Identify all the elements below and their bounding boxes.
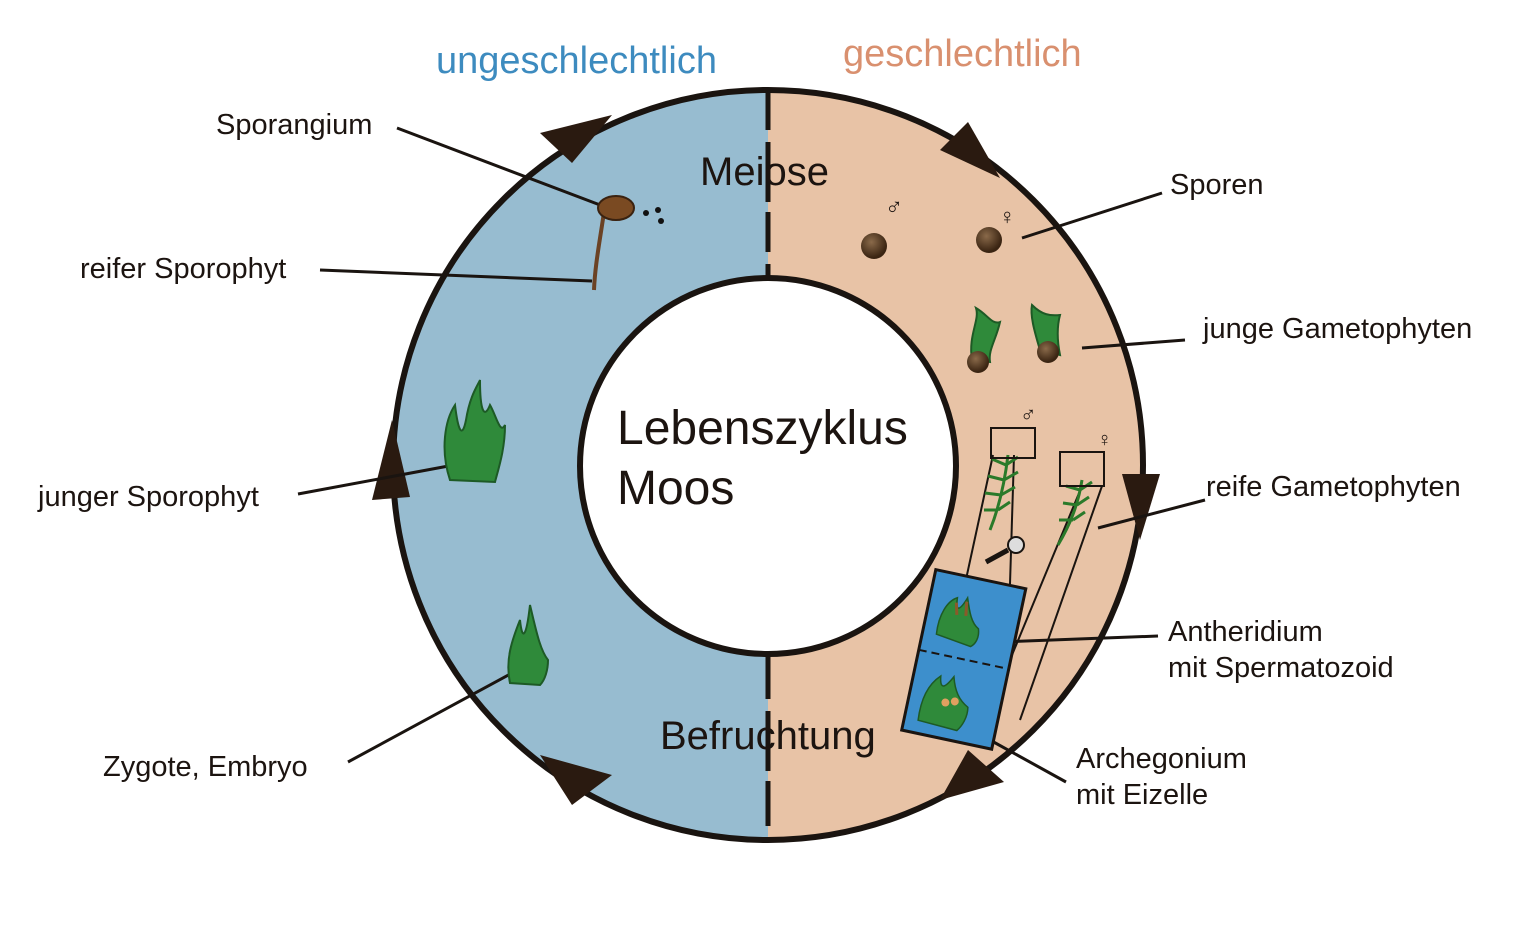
label-archegonium-line2: mit Eizelle: [1076, 779, 1209, 811]
phase-meiose: Meiose: [700, 150, 829, 194]
label-reife-gametophyten: reife Gametophyten: [1206, 471, 1461, 503]
label-reifer-sporophyt: reifer Sporophyt: [80, 253, 287, 285]
female-symbol-gametophyte: ♀: [1097, 429, 1112, 451]
inset-box: [899, 567, 1028, 751]
male-symbol-gametophyte: ♂: [1020, 402, 1037, 427]
label-zygote-embryo: Zygote, Embryo: [103, 751, 308, 783]
center-title-line1: Lebenszyklus: [617, 402, 908, 455]
arrow-top-right: [940, 122, 1000, 178]
sexual-header: geschlechtlich: [843, 33, 1082, 75]
label-archegonium-line1: Archegonium: [1076, 743, 1247, 775]
mature-gametophytes: [984, 427, 1105, 546]
sporophyte-icon: [592, 195, 664, 291]
leader-lines: [297, 126, 1206, 784]
archegonium-icon: [917, 674, 969, 732]
arrow-right: [1122, 474, 1160, 540]
label-junge-gametophyten: junge Gametophyten: [1203, 313, 1473, 345]
label-sporen: Sporen: [1170, 169, 1264, 201]
label-antheridium-line1: Antheridium: [1168, 616, 1323, 648]
arrow-bottom-left: [540, 755, 612, 805]
magnifier-icon: [984, 536, 1025, 565]
female-symbol-spore: ♀: [999, 204, 1016, 229]
ring-right-half: [768, 90, 1143, 840]
moss-plant-icon: [443, 379, 550, 687]
arrow-bottom-right: [940, 750, 1004, 800]
arrow-left: [372, 420, 410, 500]
label-sporangium: Sporangium: [216, 109, 373, 141]
label-antheridium-line2: mit Spermatozoid: [1168, 652, 1394, 684]
phase-befruchtung: Befruchtung: [660, 714, 876, 758]
asexual-header: ungeschlechtlich: [436, 40, 717, 82]
male-symbol-spore: ♂: [885, 194, 903, 221]
spore-icon: [861, 227, 1002, 259]
arrow-top-left: [540, 115, 612, 163]
cycle-arrows: [372, 115, 1160, 805]
antheridium-icon: [935, 595, 980, 648]
ring: [390, 87, 1146, 843]
label-junger-sporophyt: junger Sporophyt: [38, 481, 259, 513]
center-title-line2: Moos: [617, 462, 735, 515]
young-gametophytes: [967, 302, 1062, 373]
